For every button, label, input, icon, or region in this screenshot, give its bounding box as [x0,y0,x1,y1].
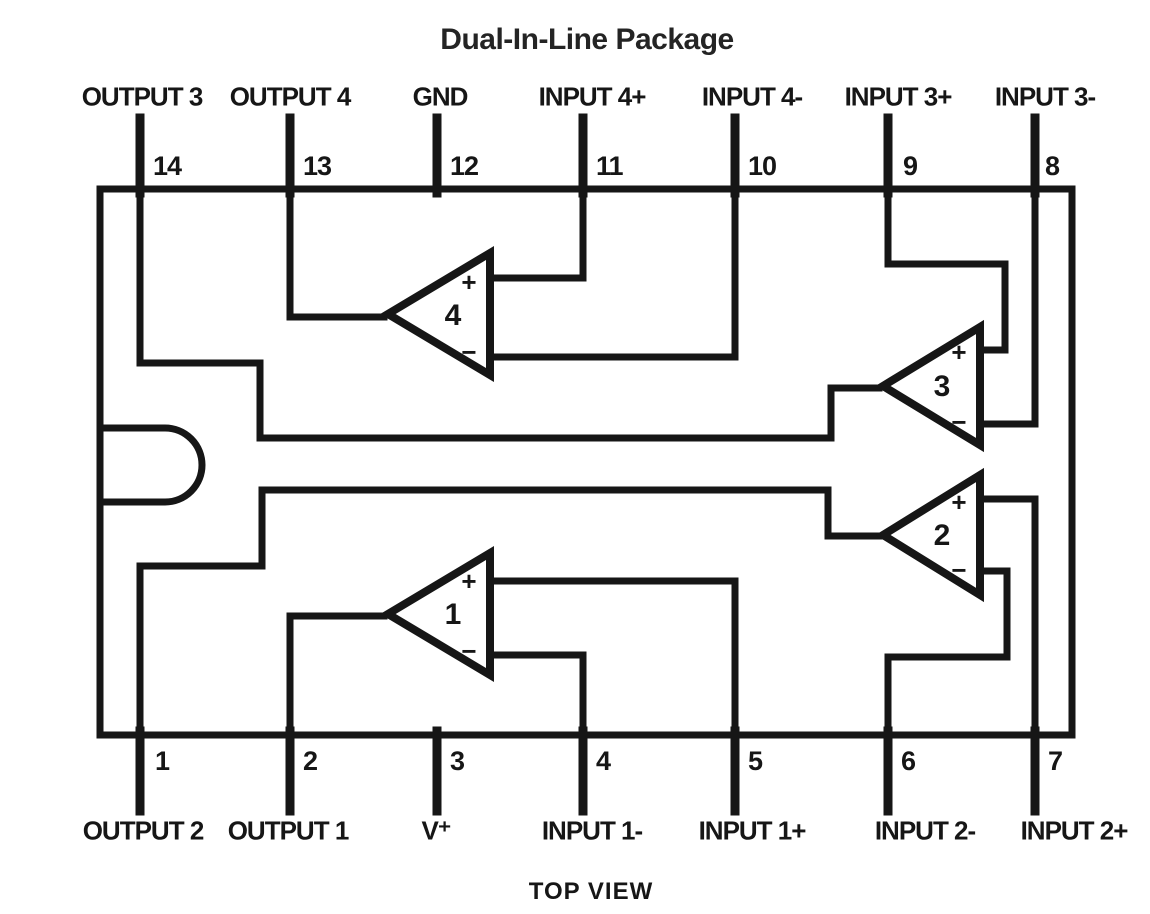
amp-3-minus-sign: − [951,407,967,437]
wire-pin10-to-amp4-minus [488,185,739,361]
pin-2-number: 2 [303,746,318,776]
wire-pin14-to-amp3-output [136,185,883,442]
pin-8-number: 8 [1045,151,1060,181]
wire-pin5-to-amp1-plus [488,577,739,739]
wire-pin9-to-amp3-plus [884,185,1009,354]
pin-1-label: OUTPUT 2 [82,815,205,846]
pin-6-label: INPUT 2- [874,815,976,846]
pin-12-number: 12 [450,151,479,181]
pin-7-number: 7 [1048,746,1063,776]
amp-2-minus-sign: − [951,555,967,585]
amp-3-triangle [875,319,984,453]
wire-pin11-to-amp4-plus [488,185,587,282]
pin-1-number: 1 [155,746,170,776]
top-view-caption: TOP VIEW [528,878,654,905]
pin-2-label: OUTPUT 1 [227,815,350,846]
internal-wires [136,185,1039,739]
pin-6-number: 6 [901,746,916,776]
pin-5-number: 5 [748,746,763,776]
pin-3-label: V⁺ [421,815,451,846]
wire-pin6-to-amp2-minus [884,567,1011,739]
amp-4-triangle [380,245,494,383]
amp-1-triangle [380,545,494,683]
pin-8-label: INPUT 3- [994,81,1096,112]
amp-2-triangle [875,467,984,603]
wire-pin1-to-amp2-output [136,486,883,739]
wire-pin7-to-amp2-plus [978,495,1039,739]
amp-4-minus-sign: − [461,337,477,367]
amp-3-plus-sign: + [951,337,967,367]
amp-4-plus-sign: + [461,267,477,297]
pin-13-label: OUTPUT 4 [229,81,352,112]
pin-4-number: 4 [596,746,611,776]
wire-pin4-to-amp1-minus [488,651,587,739]
amp-1-number: 1 [444,598,462,631]
bottom-pin-leads [135,726,1040,816]
pin-14-label: OUTPUT 3 [81,81,204,112]
amplifier-symbols [380,245,984,683]
wire-pin13-to-amp4-output [286,185,388,321]
pin-11-label: INPUT 4+ [538,81,647,112]
pin-9-number: 9 [903,151,918,181]
pin-9-label: INPUT 3+ [844,81,953,112]
pin-7-label: INPUT 2+ [1020,815,1129,846]
amp-3-number: 3 [933,370,951,403]
wire-pin2-to-amp1-output [286,612,388,739]
pin-10-number: 10 [748,151,777,181]
pin-14-number: 14 [153,151,182,181]
pin-13-number: 13 [303,151,332,181]
amp-2-plus-sign: + [951,487,967,517]
pin-10-label: INPUT 4- [701,81,803,112]
wire-pin8-to-amp3-minus [978,185,1039,428]
pin-4-label: INPUT 1- [541,815,643,846]
amp-1-plus-sign: + [461,566,477,596]
diagram-title: Dual-In-Line Package [440,23,734,56]
amp-1-minus-sign: − [461,636,477,666]
pin-3-number: 3 [450,746,465,776]
amp-2-number: 2 [933,519,951,552]
index-notch [96,424,206,506]
top-pin-leads [135,113,1040,198]
amp-4-number: 4 [444,299,462,332]
pin-12-label: GND [412,81,469,112]
pin-11-number: 11 [596,151,624,181]
pin-5-label: INPUT 1+ [698,815,807,846]
